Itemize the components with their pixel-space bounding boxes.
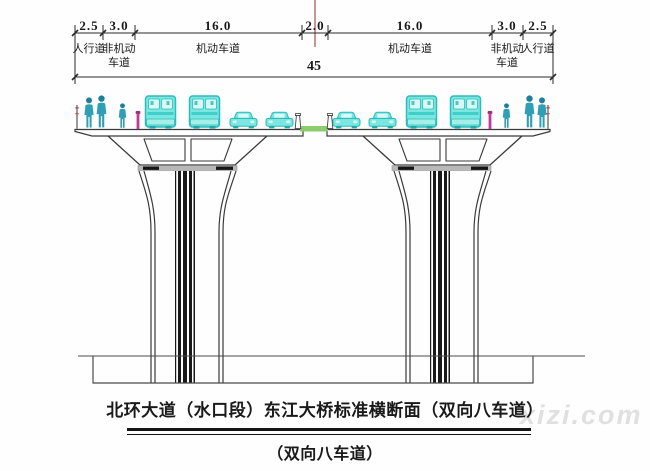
bus-icon bbox=[144, 95, 177, 129]
lane-label: 机动车道 bbox=[196, 43, 240, 55]
barrier-post-icon bbox=[487, 110, 493, 129]
right-pier bbox=[393, 170, 492, 383]
car-icon bbox=[332, 111, 361, 129]
car-icon bbox=[265, 111, 294, 129]
left-girder bbox=[107, 135, 268, 171]
railing-post-icon bbox=[75, 105, 79, 129]
dim-value: 3.0 bbox=[497, 18, 517, 33]
pedestrian-icon bbox=[83, 97, 95, 129]
bridge-deck bbox=[74, 128, 551, 137]
lane-label: 车道 bbox=[108, 57, 130, 69]
dimension-lines bbox=[71, 25, 557, 84]
dim-value: 16.0 bbox=[396, 18, 424, 33]
lane-label: 人行道 bbox=[521, 43, 555, 55]
dim-value: 2.5 bbox=[79, 18, 99, 33]
lane-label: 车道 bbox=[496, 57, 518, 69]
bus-icon bbox=[405, 95, 438, 129]
drawing-subtitle: （双向八车道） bbox=[267, 446, 383, 463]
lane-label: 非机动 bbox=[490, 43, 524, 55]
dim-value: 3.0 bbox=[109, 18, 129, 33]
pedestrian-icon bbox=[117, 103, 128, 129]
lane-label: 人行道 bbox=[72, 43, 106, 55]
watermark: xizi.com bbox=[520, 400, 643, 430]
car-icon bbox=[368, 111, 397, 129]
bus-icon bbox=[188, 95, 221, 129]
dim-value: 16.0 bbox=[204, 18, 232, 33]
total-dimension: 45 bbox=[307, 59, 321, 74]
lane-label: 非机动 bbox=[102, 43, 136, 55]
barrier-post-icon bbox=[135, 110, 141, 129]
pedestrian-icon bbox=[501, 103, 512, 129]
car-icon bbox=[229, 111, 258, 129]
right-girder bbox=[362, 135, 523, 171]
railing-post-icon bbox=[546, 105, 550, 129]
pedestrian-icon bbox=[95, 95, 108, 129]
dim-value: 2.0 bbox=[305, 18, 325, 33]
title-underline-thin bbox=[127, 433, 531, 435]
drawing-title: 北环大道（水口段）东江大桥标准横断面（双向八车道） bbox=[106, 401, 544, 420]
bus-icon bbox=[449, 95, 482, 129]
title-underline-thick bbox=[127, 428, 531, 431]
left-pier bbox=[138, 170, 237, 383]
foundation-outline bbox=[92, 356, 534, 384]
dim-value: 2.5 bbox=[528, 18, 548, 33]
pedestrian-icon bbox=[523, 95, 536, 129]
median-barrier-green bbox=[300, 126, 328, 132]
median-post-icon bbox=[294, 113, 302, 129]
lane-label: 机动车道 bbox=[388, 43, 432, 55]
